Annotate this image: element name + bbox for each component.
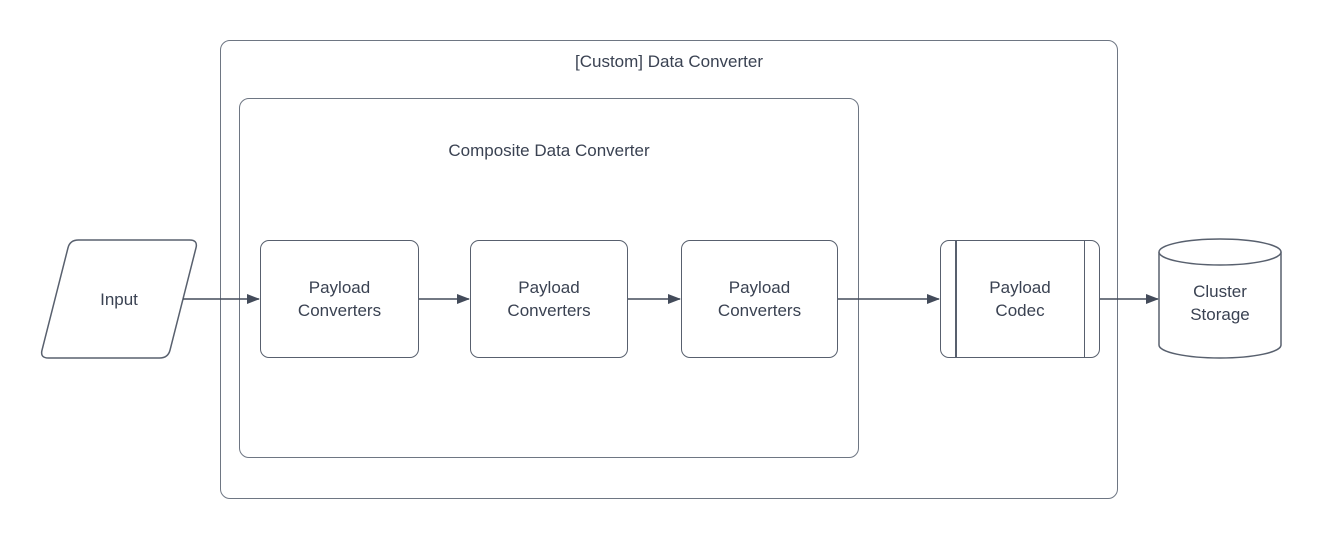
payload-converters-label-2: Payload Converters <box>507 278 591 320</box>
codec-left-divider <box>955 241 957 357</box>
input-label: Input <box>100 289 138 309</box>
payload-codec-node: Payload Codec <box>940 240 1100 358</box>
custom-data-converter-container <box>220 40 1118 499</box>
cylinder-top-ellipse <box>1158 238 1282 266</box>
payload-converters-label-3: Payload Converters <box>717 278 802 320</box>
payload-converters-node-1: Payload Converters <box>260 240 419 358</box>
payload-converters-node-2: Payload Converters <box>470 240 628 358</box>
codec-right-divider <box>1083 241 1085 357</box>
cluster-storage-label: Cluster Storage <box>1190 282 1250 324</box>
cluster-storage-node: Cluster Storage <box>1159 250 1281 356</box>
input-parallelogram-shape <box>40 239 198 359</box>
custom-data-converter-title: [Custom] Data Converter <box>574 52 763 71</box>
cylinder-body-shape <box>1158 252 1282 359</box>
composite-data-converter-title: Composite Data Converter <box>448 141 650 160</box>
payload-converters-label-1: Payload Converters <box>297 278 382 320</box>
payload-codec-label: Payload Codec <box>989 278 1051 320</box>
input-node: Input <box>40 240 198 358</box>
composite-data-converter-container <box>239 98 859 458</box>
payload-converters-node-3: Payload Converters <box>681 240 838 358</box>
